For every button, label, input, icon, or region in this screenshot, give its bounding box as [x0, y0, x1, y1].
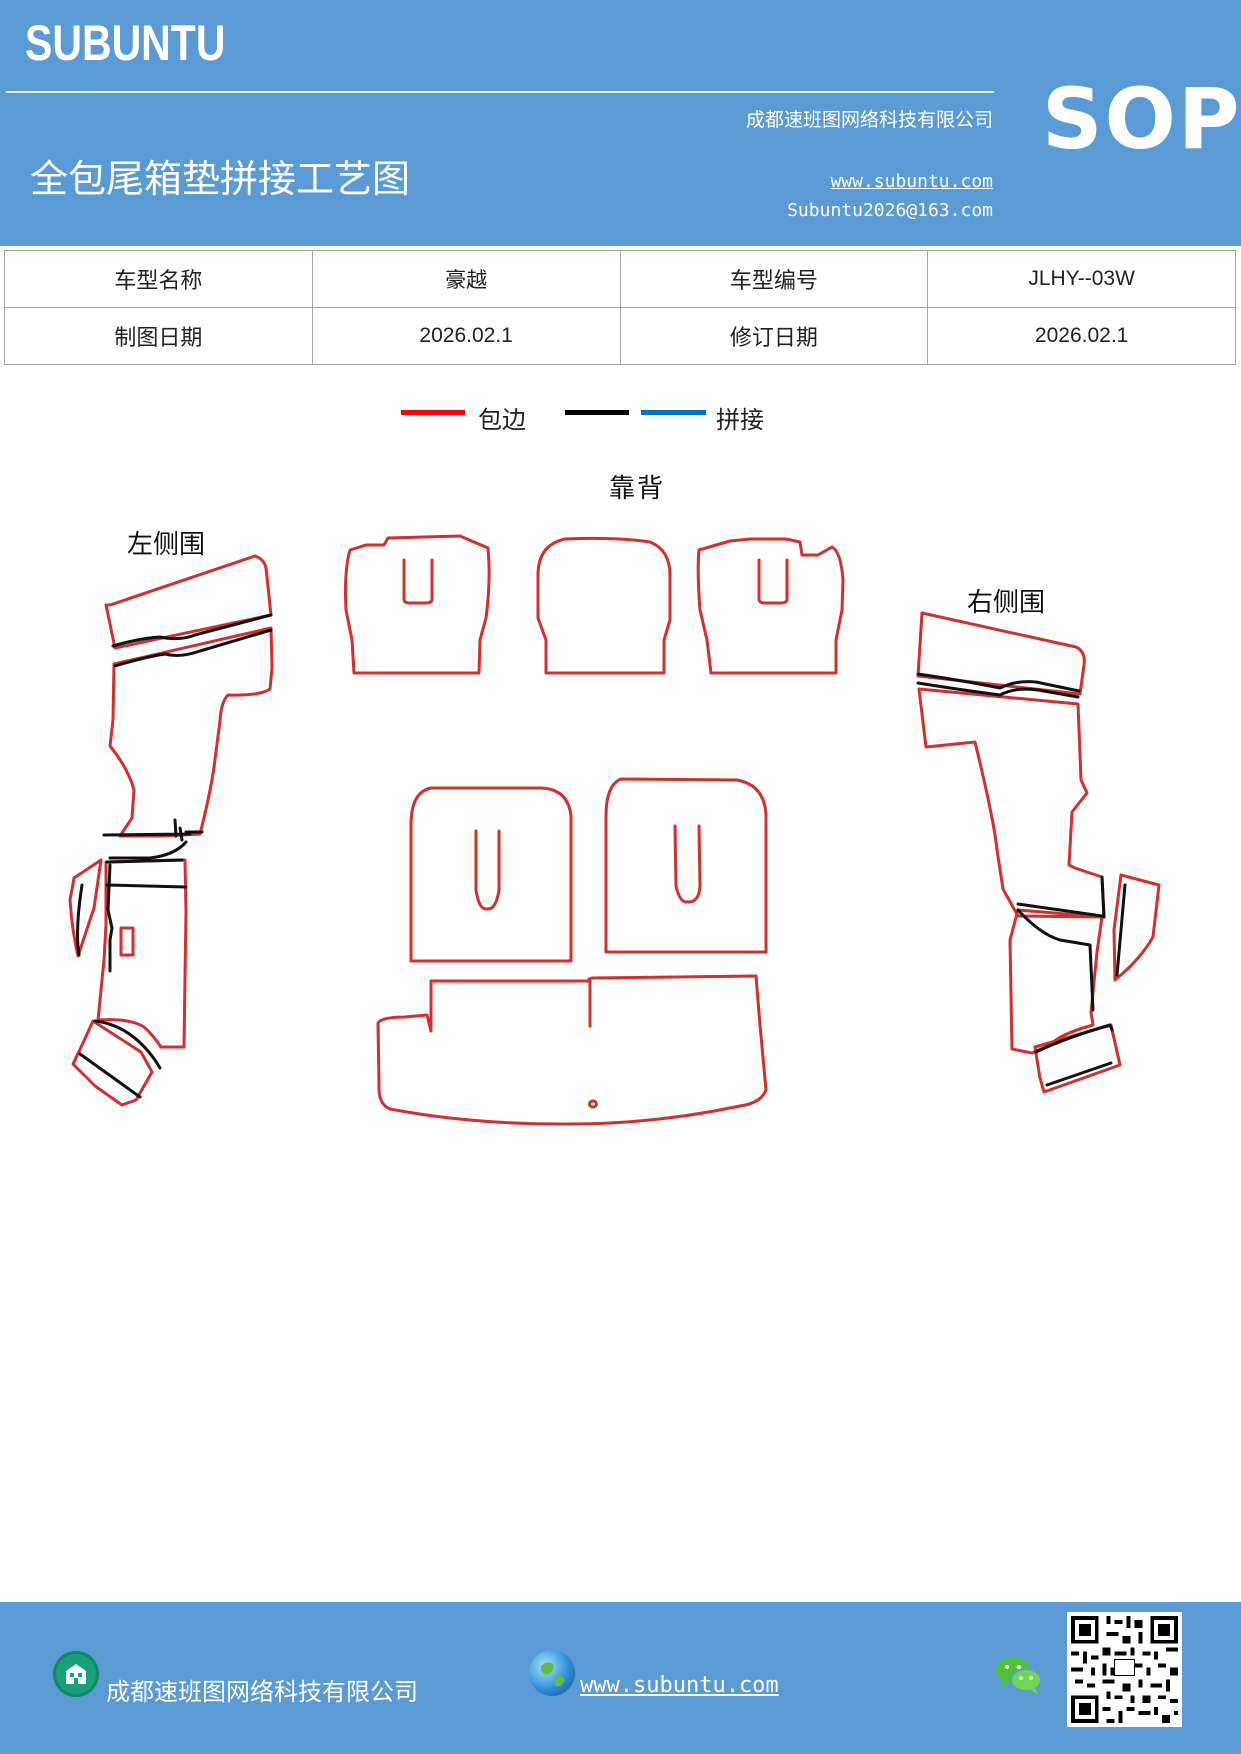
legend-swatch-edge	[401, 410, 465, 415]
backrest-left-piece	[344, 534, 491, 675]
left-seam-8	[76, 883, 84, 957]
left-seam-1	[111, 613, 273, 648]
header-rule	[6, 91, 994, 93]
sop-badge: SOP	[1042, 70, 1241, 168]
mat-pieces-svg	[68, 534, 1161, 1126]
left-side-slot	[119, 926, 135, 957]
left-side-top	[104, 554, 273, 650]
left-seam-9	[93, 1019, 162, 1070]
brand-logo: SUBUNTU	[25, 15, 226, 71]
left-seam-6	[108, 840, 188, 860]
left-seam-4	[105, 858, 184, 864]
revise-date-label: 修订日期	[619, 307, 929, 365]
right-seam-6	[1115, 883, 1127, 977]
backrest-center-piece	[536, 536, 672, 675]
seat-left-slot	[474, 829, 501, 911]
table-row: 车型名称 豪越 车型编号 JLHY--03W	[4, 250, 1236, 308]
legend-label-edge: 包边	[478, 406, 526, 434]
revise-date-value: 2026.02.1	[927, 307, 1236, 365]
building-icon	[53, 1651, 99, 1697]
left-side-flap	[68, 858, 103, 958]
wechat-icon	[995, 1654, 1043, 1696]
floor-hole	[588, 1099, 598, 1109]
left-seam-5	[105, 883, 188, 889]
floor-piece	[376, 974, 768, 1126]
seat-right-slot	[673, 824, 702, 904]
right-seam-4	[1016, 908, 1095, 1012]
right-seam-1	[916, 672, 1081, 693]
model-name-value: 豪越	[311, 250, 621, 308]
label-backrest: 靠背	[609, 474, 666, 504]
legend-swatch-black	[565, 410, 629, 415]
globe-icon	[529, 1650, 575, 1696]
draw-date-value: 2026.02.1	[311, 307, 621, 365]
info-table: 车型名称 豪越 车型编号 JLHY--03W 制图日期 2026.02.1 修订…	[4, 250, 1236, 365]
legend: 包边 拼接	[0, 400, 1241, 440]
right-side-top	[916, 611, 1086, 696]
page-title: 全包尾箱垫拼接工艺图	[30, 157, 411, 201]
email-address[interactable]: Subuntu2026@163.com	[787, 200, 993, 221]
left-seam-2	[113, 628, 273, 668]
label-right-side: 右侧围	[967, 588, 1046, 618]
right-seam-2	[916, 681, 1080, 699]
right-seam-7	[1034, 1023, 1114, 1054]
left-seam-10	[78, 1052, 142, 1099]
table-row: 制图日期 2026.02.1 修订日期 2026.02.1	[4, 307, 1236, 365]
footer-banner: 成都速班图网络科技有限公司 www.subuntu.com	[0, 1602, 1241, 1754]
header-banner: SUBUNTU 成都速班图网络科技有限公司 全包尾箱垫拼接工艺图 www.sub…	[0, 0, 1241, 246]
right-seam-5	[1100, 875, 1106, 919]
left-side-foot	[71, 1019, 154, 1107]
model-name-label: 车型名称	[4, 250, 313, 308]
left-seam-3	[102, 818, 204, 842]
website-link[interactable]: www.subuntu.com	[830, 171, 993, 192]
label-left-side: 左侧围	[127, 530, 206, 560]
right-side-flap	[1112, 873, 1161, 982]
left-side-lower	[96, 858, 188, 1049]
seat-left-piece	[409, 786, 573, 963]
right-side-main	[917, 687, 1106, 919]
model-code-value: JLHY--03W	[927, 250, 1236, 308]
backrest-right-piece	[696, 537, 845, 675]
mat-diagram: 靠背 左侧围 右侧围	[0, 440, 1241, 1180]
seat-right-piece	[604, 777, 768, 954]
model-code-label: 车型编号	[619, 250, 929, 308]
left-seam-7	[106, 863, 114, 973]
footer-website-link[interactable]: www.subuntu.com	[580, 1673, 779, 1698]
legend-label-seam: 拼接	[716, 406, 764, 434]
left-side-main	[108, 626, 274, 838]
right-seam-3	[1016, 902, 1104, 918]
footer-company: 成都速班图网络科技有限公司	[106, 1678, 418, 1706]
backrest-left-slot	[402, 558, 434, 605]
backrest-right-slot	[757, 558, 789, 605]
qr-code[interactable]	[1067, 1612, 1182, 1727]
draw-date-label: 制图日期	[4, 307, 313, 365]
right-side-lower	[1008, 908, 1104, 1055]
company-name: 成都速班图网络科技有限公司	[745, 109, 993, 131]
right-seam-8	[1045, 1061, 1113, 1087]
legend-swatch-seam	[641, 410, 706, 415]
